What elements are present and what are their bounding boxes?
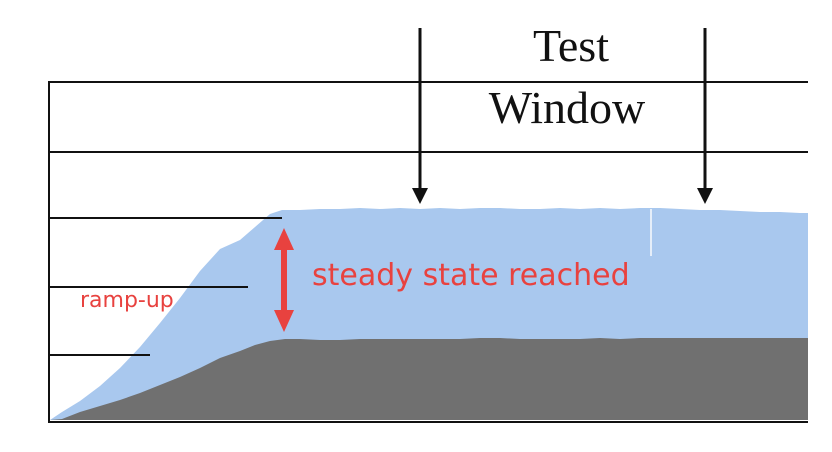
grid-lines [48,81,808,423]
test-window-label-line1: Test [533,20,609,71]
left-arrow-head [412,188,428,204]
double-arrow-head-bottom [274,310,294,332]
test-window-label-line2: Window [489,82,646,133]
double-arrow-head-top [274,228,294,250]
steady-state-label: steady state reached [312,258,630,293]
test-window-arrows [418,28,707,192]
right-arrow-head [697,188,713,204]
dark-area [50,338,808,420]
ramp-up-label: ramp-up [80,288,174,313]
steady-double-arrow [274,228,294,332]
